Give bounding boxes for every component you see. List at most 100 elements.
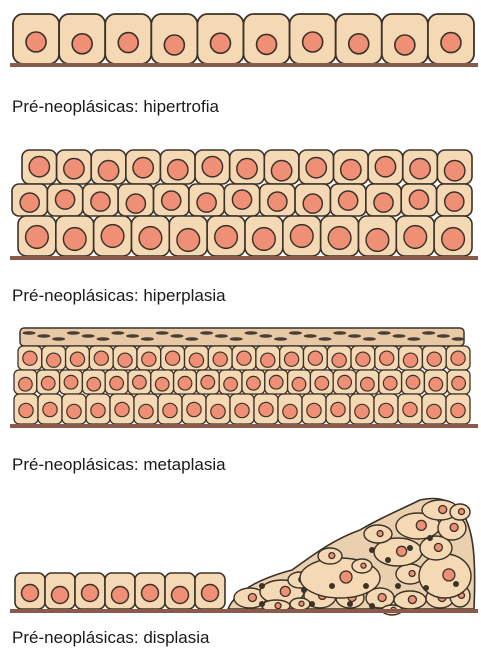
flat-nucleus [52, 337, 65, 341]
cell [132, 216, 170, 256]
nucleus [378, 594, 386, 602]
nucleus [237, 351, 251, 365]
cell [75, 573, 105, 609]
nucleus [64, 159, 84, 179]
nucleus [404, 226, 427, 249]
nucleus [224, 377, 238, 391]
cell [59, 14, 105, 64]
nucleus [341, 160, 361, 180]
cell [169, 216, 207, 256]
nucleus [441, 33, 461, 53]
cell [151, 370, 174, 394]
nucleus [162, 191, 181, 210]
flat-nucleus [126, 334, 139, 338]
cell [113, 346, 137, 370]
nucleus [101, 225, 124, 248]
nucleus [406, 375, 420, 389]
nucleus [332, 353, 346, 367]
cell [42, 346, 66, 370]
nucleus [361, 377, 375, 391]
nucleus [408, 596, 416, 604]
nucleus [397, 546, 407, 556]
cell [195, 573, 225, 609]
nucleus [248, 594, 256, 602]
cell [374, 394, 398, 424]
cell [135, 573, 165, 609]
nucleus [163, 403, 177, 417]
nucleus [375, 157, 395, 177]
nucleus [67, 404, 81, 418]
cell [197, 14, 243, 64]
cell [326, 394, 350, 424]
cell [105, 573, 135, 609]
cell [82, 370, 105, 394]
pyknotic-nucleus [453, 581, 459, 587]
cell [254, 394, 278, 424]
nucleus [451, 403, 465, 417]
nucleus [187, 402, 201, 416]
pyknotic-nucleus [427, 535, 433, 541]
cell [118, 184, 153, 216]
cell [12, 184, 47, 216]
nucleus [139, 404, 153, 418]
nucleus [445, 192, 464, 211]
cell [260, 184, 295, 216]
cell [232, 346, 256, 370]
nucleus [87, 377, 101, 391]
nucleus [303, 194, 322, 213]
nucleus [409, 190, 428, 209]
flat-nucleus [289, 331, 302, 335]
cell [13, 14, 59, 64]
nucleus [247, 376, 261, 390]
nucleus [155, 377, 169, 391]
cell [351, 346, 375, 370]
nucleus [110, 376, 124, 390]
flat-nucleus [363, 337, 376, 341]
nucleus [19, 403, 33, 417]
caption-metaplasia: Pré-neoplásicas: metaplasia [12, 455, 226, 474]
flat-nucleus [393, 334, 406, 338]
cell [327, 346, 351, 370]
cell [14, 370, 37, 394]
nucleus [377, 531, 383, 537]
nucleus [299, 601, 304, 606]
nucleus [374, 193, 393, 212]
nucleus [409, 571, 415, 577]
nucleus [213, 352, 227, 366]
flat-nucleus [97, 337, 110, 341]
cell [278, 394, 302, 424]
cell [161, 346, 185, 370]
flat-nucleus [319, 337, 332, 341]
nucleus [55, 190, 74, 209]
nucleus [443, 569, 455, 581]
nucleus [98, 161, 118, 181]
nucleus [315, 376, 329, 390]
flat-nucleus [407, 337, 420, 341]
nucleus [189, 353, 203, 367]
nucleus [23, 351, 37, 365]
nucleus [91, 403, 105, 417]
caption-displasia: Pré-neoplásicas: displasia [12, 628, 210, 647]
cell [399, 346, 423, 370]
pyknotic-nucleus [407, 545, 413, 551]
nucleus [427, 352, 441, 366]
cell [60, 370, 83, 394]
pyknotic-nucleus [385, 557, 391, 563]
cell [89, 346, 113, 370]
cell [151, 14, 197, 64]
cell [321, 216, 359, 256]
nucleus [268, 192, 287, 211]
nucleus [269, 375, 283, 389]
cell [330, 184, 365, 216]
nucleus [356, 352, 370, 366]
cell [422, 394, 446, 424]
cell [401, 184, 436, 216]
panel-hiperplasia [10, 150, 478, 260]
flat-nucleus [37, 334, 50, 338]
nucleus [450, 523, 458, 531]
nucleus [126, 194, 145, 213]
nucleus [403, 402, 417, 416]
flat-nucleus [437, 334, 450, 338]
flat-nucleus [82, 334, 95, 338]
